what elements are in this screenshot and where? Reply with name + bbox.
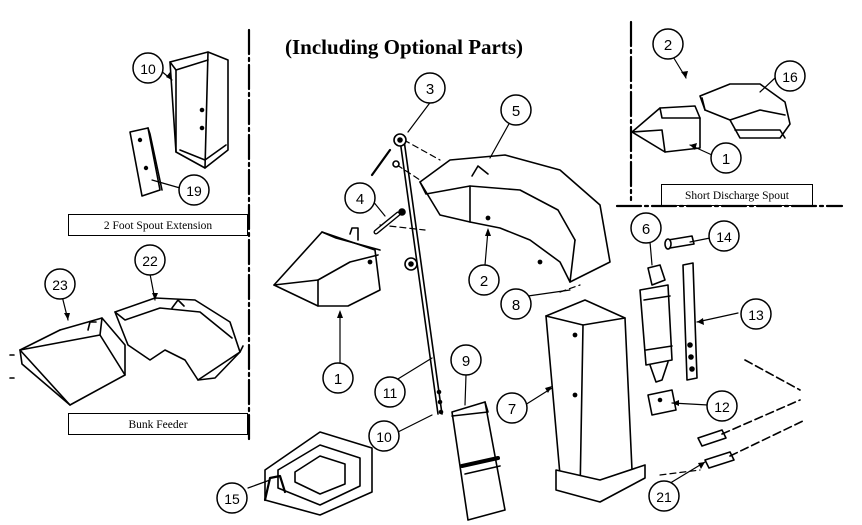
callout-2a: 2	[468, 264, 500, 296]
callout-1b: 1	[710, 142, 742, 174]
callout-15: 15	[216, 482, 248, 514]
pin-part-14	[664, 235, 695, 250]
callout-22: 22	[134, 244, 166, 276]
spout-extension-part	[169, 51, 229, 169]
callout-14: 14	[708, 220, 740, 252]
short-chute-part	[631, 105, 701, 153]
plate-part-19	[129, 127, 163, 197]
callout-2b: 2	[652, 28, 684, 60]
callout-16-num: 16	[782, 69, 798, 85]
callout-22-num: 22	[142, 253, 158, 269]
main-chute-part	[273, 227, 381, 307]
upper-spout-hood	[419, 154, 611, 283]
hydraulic-cylinder	[639, 264, 673, 383]
callout-4-num: 4	[356, 191, 364, 208]
callout-23-num: 23	[52, 277, 68, 293]
callout-10b-num: 10	[376, 429, 392, 445]
tube-part	[545, 299, 646, 503]
callout-16: 16	[774, 60, 806, 92]
bracket-part-12	[647, 389, 677, 416]
callout-8: 8	[500, 288, 532, 320]
callout-21: 21	[648, 480, 680, 512]
spout-extension-label: 2 Foot Spout Extension	[68, 214, 248, 236]
short-discharge-part	[699, 83, 791, 139]
callout-19: 19	[178, 174, 210, 206]
callout-12: 12	[706, 390, 738, 422]
bunk-chute-part	[9, 317, 126, 406]
callout-6: 6	[630, 212, 662, 244]
callout-8-num: 8	[512, 297, 520, 314]
callout-1b-num: 1	[722, 151, 730, 168]
callout-19-num: 19	[186, 183, 202, 199]
callout-3: 3	[414, 72, 446, 104]
callout-6-num: 6	[642, 221, 650, 238]
diagram-title: (Including Optional Parts)	[285, 35, 524, 59]
callout-13: 13	[740, 298, 772, 330]
callout-10a-num: 10	[140, 61, 156, 77]
callout-21-num: 21	[656, 489, 672, 505]
callout-circles: 1 1 2 2 3 4 5 6 7 8 9 10 10 11 12 13 14 …	[44, 28, 806, 514]
callout-23: 23	[44, 268, 76, 300]
callout-13-num: 13	[748, 307, 764, 323]
callout-1a-num: 1	[334, 371, 342, 388]
rod-assembly	[370, 133, 444, 415]
callout-10b: 10	[368, 420, 400, 452]
flat-plate-part	[451, 401, 506, 521]
callout-4: 4	[344, 182, 376, 214]
callout-9: 9	[450, 344, 482, 376]
callout-9-num: 9	[462, 353, 470, 370]
callout-5: 5	[500, 94, 532, 126]
base-frame-part	[263, 431, 373, 516]
bunk-feeder-label: Bunk Feeder	[68, 413, 248, 435]
callout-10a: 10	[132, 52, 164, 84]
callout-15-num: 15	[224, 491, 240, 507]
callout-2a-num: 2	[480, 273, 488, 290]
callout-1a: 1	[322, 362, 354, 394]
callout-3-num: 3	[426, 81, 434, 98]
bar-part-13	[682, 262, 698, 381]
section-dividers	[247, 20, 844, 442]
callout-14-num: 14	[716, 229, 732, 245]
callout-11-num: 11	[383, 385, 398, 401]
callout-2b-num: 2	[664, 37, 672, 54]
callout-11: 11	[374, 376, 406, 408]
bunk-hood-part	[114, 297, 244, 381]
bolts-part-21	[697, 359, 806, 469]
callout-5-num: 5	[512, 103, 520, 120]
callout-12-num: 12	[714, 399, 730, 415]
callout-7-num: 7	[508, 401, 516, 418]
leader-arrowheads	[64, 71, 705, 469]
callout-7: 7	[496, 392, 528, 424]
